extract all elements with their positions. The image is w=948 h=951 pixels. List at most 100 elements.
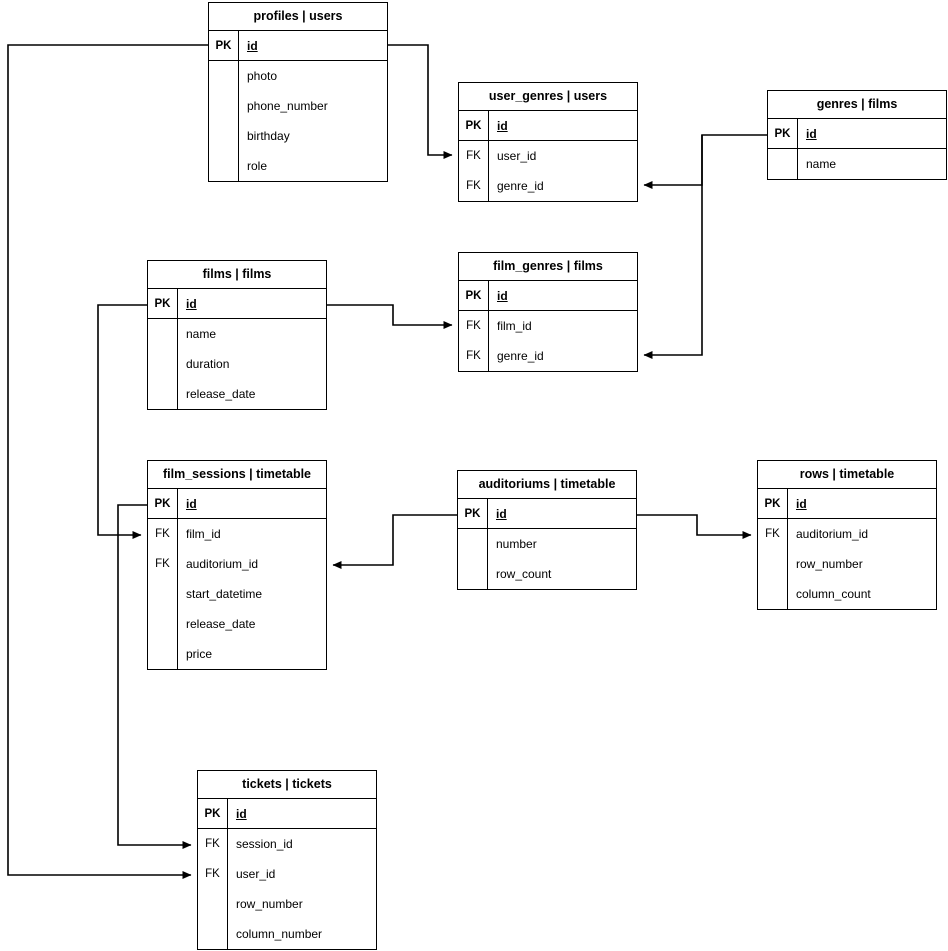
pk-field-film_sessions: id: [186, 497, 197, 511]
relationship-auditoriums-id-to-film_sessions-auditorium_id: [332, 514, 457, 569]
entity-title-auditoriums: auditoriums | timetable: [458, 471, 636, 499]
attribute-key-rows-row_number: [758, 549, 787, 579]
attribute-key-rows-column_count: [758, 579, 787, 609]
attribute-name-profiles-phone_number: phone_number: [247, 99, 328, 113]
pk-badge-profiles: PK: [215, 40, 232, 52]
attribute-key-profiles-phone_number: [209, 91, 238, 121]
attribute-name-rows-column_count: column_count: [796, 587, 871, 601]
pk-key-col-user_genres: PK: [459, 111, 489, 140]
attribute-name-film_sessions-release_date: release_date: [186, 617, 256, 631]
attribute-key-films-release_date: [148, 379, 177, 409]
attribute-key-tickets-column_number: [198, 919, 227, 949]
relationship-profiles-id-to-user_genres-user_id: [388, 44, 453, 159]
pk-field-film_genres: id: [497, 289, 508, 303]
attribute-name-auditoriums-number: number: [496, 537, 537, 551]
pk-name-col-auditoriums: id: [488, 499, 636, 528]
attribute-key-profiles-photo: [209, 61, 238, 91]
attribute-key-auditoriums-number: [458, 529, 487, 559]
pk-name-col-tickets: id: [228, 799, 376, 828]
attribute-name-profiles-photo: photo: [247, 69, 278, 83]
entity-title-genres: genres | films: [768, 91, 946, 119]
attribute-key-film_sessions-price: [148, 639, 177, 669]
attribute-key-film_sessions-film_id: FK: [155, 528, 170, 540]
pk-name-col-genres: id: [798, 119, 946, 148]
pk-field-rows: id: [796, 497, 807, 511]
pk-row-films[interactable]: PK id: [148, 289, 326, 319]
pk-badge-film_sessions: PK: [154, 498, 171, 510]
attribute-name-films-duration: duration: [186, 357, 230, 371]
name-col-rows: auditorium_id row_number column_count: [788, 519, 936, 609]
attribute-key-films-duration: [148, 349, 177, 379]
pk-key-col-films: PK: [148, 289, 178, 318]
pk-badge-user_genres: PK: [465, 120, 482, 132]
pk-badge-auditoriums: PK: [464, 508, 481, 520]
pk-key-col-profiles: PK: [209, 31, 239, 60]
pk-key-col-film_sessions: PK: [148, 489, 178, 518]
pk-key-col-auditoriums: PK: [458, 499, 488, 528]
pk-row-film_sessions[interactable]: PK id: [148, 489, 326, 519]
pk-row-genres[interactable]: PK id: [768, 119, 946, 149]
entity-title-rows: rows | timetable: [758, 461, 936, 489]
pk-badge-rows: PK: [764, 498, 781, 510]
attribute-name-rows-row_number: row_number: [796, 557, 863, 571]
attribute-name-film_genres-film_id: film_id: [497, 319, 532, 333]
attribute-name-tickets-row_number: row_number: [236, 897, 303, 911]
pk-row-profiles[interactable]: PK id: [209, 31, 387, 61]
pk-row-auditoriums[interactable]: PK id: [458, 499, 636, 529]
entity-title-profiles: profiles | users: [209, 3, 387, 31]
pk-name-col-rows: id: [788, 489, 936, 518]
attribute-name-auditoriums-row_count: row_count: [496, 567, 552, 581]
attribute-name-genres-name: name: [806, 157, 837, 171]
attribute-name-films-release_date: release_date: [186, 387, 256, 401]
relationship-auditoriums-id-to-rows-auditorium_id: [637, 514, 752, 539]
pk-row-tickets[interactable]: PK id: [198, 799, 376, 829]
pk-row-rows[interactable]: PK id: [758, 489, 936, 519]
attribute-key-film_sessions-start_datetime: [148, 579, 177, 609]
key-col-profiles: [209, 61, 239, 181]
attribute-name-rows-auditorium_id: auditorium_id: [796, 527, 869, 541]
pk-row-film_genres[interactable]: PK id: [459, 281, 637, 311]
pk-key-col-tickets: PK: [198, 799, 228, 828]
attribute-key-film_sessions-auditorium_id: FK: [155, 558, 170, 570]
pk-key-col-rows: PK: [758, 489, 788, 518]
attribute-key-film_genres-genre_id: FK: [466, 350, 481, 362]
attribute-key-films-name: [148, 319, 177, 349]
pk-badge-genres: PK: [774, 128, 791, 140]
pk-field-tickets: id: [236, 807, 247, 821]
attribute-key-film_genres-film_id: FK: [466, 320, 481, 332]
entity-title-film_sessions: film_sessions | timetable: [148, 461, 326, 489]
pk-field-genres: id: [806, 127, 817, 141]
pk-name-col-film_sessions: id: [178, 489, 326, 518]
attribute-block-genres: name: [768, 149, 946, 179]
pk-badge-tickets: PK: [204, 808, 221, 820]
attribute-key-profiles-birthday: [209, 121, 238, 151]
attribute-name-tickets-session_id: session_id: [236, 837, 293, 851]
pk-field-films: id: [186, 297, 197, 311]
pk-badge-film_genres: PK: [465, 290, 482, 302]
attribute-name-film_sessions-auditorium_id: auditorium_id: [186, 557, 259, 571]
relationship-genres-id-to-film_genres-genre_id: [643, 135, 703, 359]
pk-name-col-profiles: id: [239, 31, 387, 60]
entity-title-films: films | films: [148, 261, 326, 289]
